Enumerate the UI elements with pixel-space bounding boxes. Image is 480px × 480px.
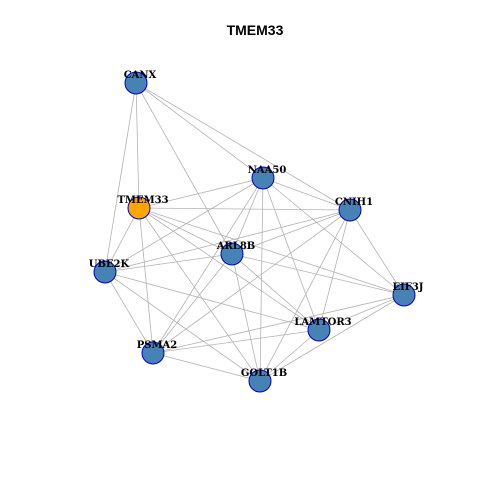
edge-ube2k-lamtor3 xyxy=(104,271,320,331)
edge-tmem33-lamtor3 xyxy=(138,207,320,331)
edge-ube2k-psma2 xyxy=(104,271,154,354)
edge-tmem33-eif3j xyxy=(138,207,405,296)
node-golt1b xyxy=(248,369,272,393)
node-lamtor3 xyxy=(307,318,331,342)
node-label-arl8b: ARL8B xyxy=(216,241,256,252)
node-tmem33 xyxy=(127,196,151,220)
node-label-cnih1: CNIH1 xyxy=(335,197,373,208)
edge-cnih1-eif3j xyxy=(349,209,405,296)
node-label-lamtor3: LAMTOR3 xyxy=(294,317,351,328)
edge-cnih1-lamtor3 xyxy=(318,209,351,331)
edge-tmem33-psma2 xyxy=(138,207,154,354)
nodes-layer xyxy=(93,71,416,393)
edge-naa50-cnih1 xyxy=(262,177,351,211)
node-label-psma2: PSMA2 xyxy=(137,340,178,351)
edge-tmem33-ube2k xyxy=(104,207,140,273)
node-label-golt1b: GOLT1B xyxy=(241,368,287,379)
edge-tmem33-naa50 xyxy=(138,177,264,209)
edge-psma2-lamtor3 xyxy=(152,329,320,354)
edge-canx-cnih1 xyxy=(135,82,351,211)
edge-cnih1-arl8b xyxy=(231,209,351,255)
node-ube2k xyxy=(93,260,117,284)
edge-tmem33-cnih1 xyxy=(138,207,351,211)
node-psma2 xyxy=(141,341,165,365)
node-canx xyxy=(124,71,148,95)
node-label-tmem33: TMEM33 xyxy=(117,195,168,206)
edge-psma2-golt1b xyxy=(152,352,261,382)
node-eif3j xyxy=(392,283,416,307)
edge-naa50-psma2 xyxy=(152,177,264,354)
edge-canx-arl8b xyxy=(135,82,233,255)
node-arl8b xyxy=(220,242,244,266)
edge-canx-naa50 xyxy=(135,82,264,179)
node-naa50 xyxy=(251,166,275,190)
edge-golt1b-lamtor3 xyxy=(259,329,320,382)
node-label-ube2k: UBE2K xyxy=(89,259,130,270)
edge-canx-tmem33 xyxy=(135,82,140,209)
edge-cnih1-golt1b xyxy=(259,209,351,382)
edge-cnih1-ube2k xyxy=(104,209,351,273)
node-label-naa50: NAA50 xyxy=(248,165,287,176)
node-label-eif3j: EIF3J xyxy=(392,282,423,293)
edge-arl8b-eif3j xyxy=(231,253,405,296)
edge-naa50-lamtor3 xyxy=(262,177,320,331)
edge-tmem33-arl8b xyxy=(138,207,233,255)
edge-psma2-eif3j xyxy=(152,294,405,354)
edge-canx-ube2k xyxy=(104,82,137,273)
edge-naa50-arl8b xyxy=(231,177,264,255)
graph-title: TMEM33 xyxy=(227,22,284,38)
edges-layer xyxy=(104,82,405,382)
edge-naa50-ube2k xyxy=(104,177,264,273)
edge-arl8b-golt1b xyxy=(231,253,261,382)
node-cnih1 xyxy=(338,198,362,222)
edge-arl8b-lamtor3 xyxy=(231,253,320,331)
edge-arl8b-psma2 xyxy=(152,253,233,354)
edge-arl8b-ube2k xyxy=(104,253,233,273)
edge-ube2k-golt1b xyxy=(104,271,261,382)
edge-lamtor3-eif3j xyxy=(318,294,405,331)
node-label-canx: CANX xyxy=(124,70,157,81)
edge-golt1b-eif3j xyxy=(259,294,405,382)
edge-naa50-eif3j xyxy=(262,177,405,296)
